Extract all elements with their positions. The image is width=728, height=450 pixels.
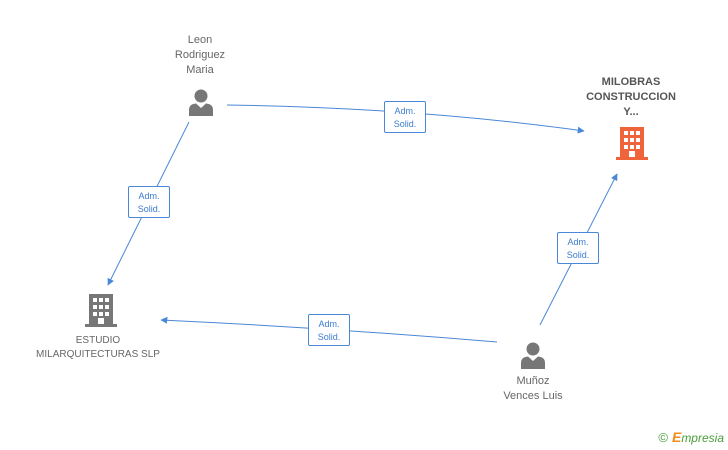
person-icon[interactable] xyxy=(519,341,547,369)
building-icon[interactable] xyxy=(616,127,648,160)
edge-label-munoz-milobras: Adm. Solid. xyxy=(557,232,599,264)
node-estudio-label[interactable]: ESTUDIO MILARQUITECTURAS SLP xyxy=(28,334,168,362)
edge-label-leon-milobras: Adm. Solid. xyxy=(384,101,426,133)
node-label-line: Vences Luis xyxy=(503,390,563,402)
node-label-line: Leon xyxy=(187,34,213,46)
brand-initial: E xyxy=(671,429,682,445)
node-label-line: ESTUDIO xyxy=(75,335,121,346)
node-label-line: CONSTRUCCION xyxy=(586,91,676,103)
node-label-line: Maria xyxy=(186,64,214,76)
edge-label-line: Solid. xyxy=(137,204,161,214)
person-icon[interactable] xyxy=(187,88,215,116)
node-label-line: Rodriguez xyxy=(174,49,226,61)
edge-label-line: Adm. xyxy=(318,319,340,329)
copyright-icon: © xyxy=(658,430,668,445)
brand-rest: mpresia xyxy=(681,431,724,445)
edge-label-line: Solid. xyxy=(317,332,341,342)
building-icon[interactable] xyxy=(85,294,117,327)
node-milobras-label[interactable]: MILOBRAS CONSTRUCCION Y... xyxy=(576,75,686,120)
edge-label-line: Adm. xyxy=(394,106,416,116)
edge-label-leon-estudio: Adm. Solid. xyxy=(128,186,170,218)
node-label-line: MILOBRAS xyxy=(601,76,661,88)
edge-label-munoz-estudio: Adm. Solid. xyxy=(308,314,350,346)
edge-label-line: Adm. xyxy=(138,191,160,201)
node-label-line: Y... xyxy=(623,106,639,118)
node-label-line: MILARQUITECTURAS SLP xyxy=(36,349,160,360)
node-munoz-label: Muñoz Vences Luis xyxy=(488,374,578,404)
edge-label-line: Solid. xyxy=(566,250,590,260)
node-leon-label: Leon Rodriguez Maria xyxy=(160,33,240,78)
edge-label-line: Solid. xyxy=(393,119,417,129)
node-label-line: Muñoz xyxy=(516,375,550,387)
edge-label-line: Adm. xyxy=(567,237,589,247)
empresia-brand[interactable]: ©Empresia xyxy=(658,429,724,445)
